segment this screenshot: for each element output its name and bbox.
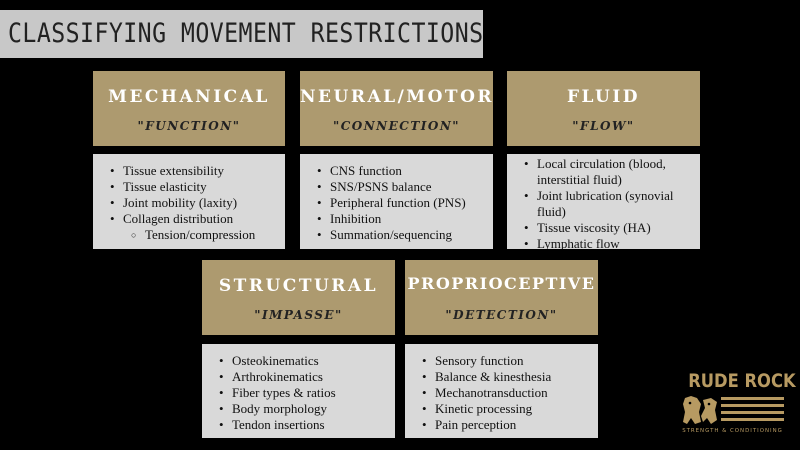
- page-title: CLASSIFYING MOVEMENT RESTRICTIONS: [8, 18, 484, 49]
- list-item: Tissue elasticity: [110, 179, 285, 195]
- fluid-subtitle: "FLOW": [572, 119, 635, 133]
- sub-list-item: Tension/compression: [131, 227, 285, 243]
- neural-motor-subtitle: "CONNECTION": [332, 119, 461, 133]
- list-item: Tendon insertions: [219, 417, 395, 433]
- mechanical-heading: MECHANICAL: [108, 87, 270, 107]
- list-item: Body morphology: [219, 401, 395, 417]
- proprioceptive-list: Sensory function Balance & kinesthesia M…: [405, 353, 598, 433]
- list-item: CNS function: [317, 163, 493, 179]
- list-item: Collagen distribution: [110, 211, 285, 227]
- mechanical-subtitle: "FUNCTION": [137, 119, 241, 133]
- proprioceptive-heading: PROPRIOCEPTIVE: [407, 274, 596, 293]
- structural-heading: STRUCTURAL: [218, 276, 379, 296]
- list-item: Balance & kinesthesia: [422, 369, 598, 385]
- list-item: Local circulation (blood, interstitial f…: [524, 156, 696, 188]
- list-item: Arthrokinematics: [219, 369, 395, 385]
- list-item: Kinetic processing: [422, 401, 598, 417]
- fluid-header: FLUID "FLOW": [507, 71, 700, 146]
- list-item: Joint mobility (laxity): [110, 195, 285, 211]
- list-item: SNS/PSNS balance: [317, 179, 493, 195]
- neural-motor-heading: NEURAL/MOTOR: [300, 87, 495, 107]
- neural-motor-header: NEURAL/MOTOR "CONNECTION": [300, 71, 493, 146]
- logo-name: RUDE ROCK: [688, 370, 796, 392]
- structural-list: Osteokinematics Arthrokinematics Fiber t…: [202, 353, 395, 433]
- list-item: Peripheral function (PNS): [317, 195, 493, 211]
- structural-list-box: Osteokinematics Arthrokinematics Fiber t…: [202, 344, 395, 438]
- logo-tagline: STRENGTH & CONDITIONING: [682, 428, 783, 434]
- rude-rock-logo: RUDE ROCK STRENGTH & CONDITIONING: [681, 370, 796, 440]
- list-item: Fiber types & ratios: [219, 385, 395, 401]
- proprioceptive-subtitle: "DETECTION": [445, 308, 558, 322]
- title-bar: CLASSIFYING MOVEMENT RESTRICTIONS: [0, 10, 483, 58]
- list-item: Osteokinematics: [219, 353, 395, 369]
- bear-flag-icon: [683, 396, 784, 424]
- list-item: Pain perception: [422, 417, 598, 433]
- structural-subtitle: "IMPASSE": [254, 308, 343, 322]
- proprioceptive-list-box: Sensory function Balance & kinesthesia M…: [405, 344, 598, 438]
- structural-header: STRUCTURAL "IMPASSE": [202, 260, 395, 335]
- list-item: Lymphatic flow: [524, 236, 696, 249]
- fluid-list: Local circulation (blood, interstitial f…: [507, 156, 696, 249]
- neural-motor-list-box: CNS function SNS/PSNS balance Peripheral…: [300, 154, 493, 249]
- list-item: Mechanotransduction: [422, 385, 598, 401]
- list-item: Joint lubrication (synovial fluid): [524, 188, 696, 220]
- fluid-list-box: Local circulation (blood, interstitial f…: [507, 154, 700, 249]
- list-item: Tissue extensibility: [110, 163, 285, 179]
- proprioceptive-header: PROPRIOCEPTIVE "DETECTION": [405, 260, 598, 335]
- fluid-heading: FLUID: [566, 87, 641, 107]
- list-item: Tissue viscosity (HA): [524, 220, 696, 236]
- mechanical-list-box: Tissue extensibility Tissue elasticity J…: [93, 154, 285, 249]
- mechanical-list: Tissue extensibility Tissue elasticity J…: [93, 163, 285, 243]
- neural-motor-list: CNS function SNS/PSNS balance Peripheral…: [300, 163, 493, 243]
- list-item: Sensory function: [422, 353, 598, 369]
- list-item: Inhibition: [317, 211, 493, 227]
- list-item: Summation/sequencing: [317, 227, 493, 243]
- mechanical-header: MECHANICAL "FUNCTION": [93, 71, 285, 146]
